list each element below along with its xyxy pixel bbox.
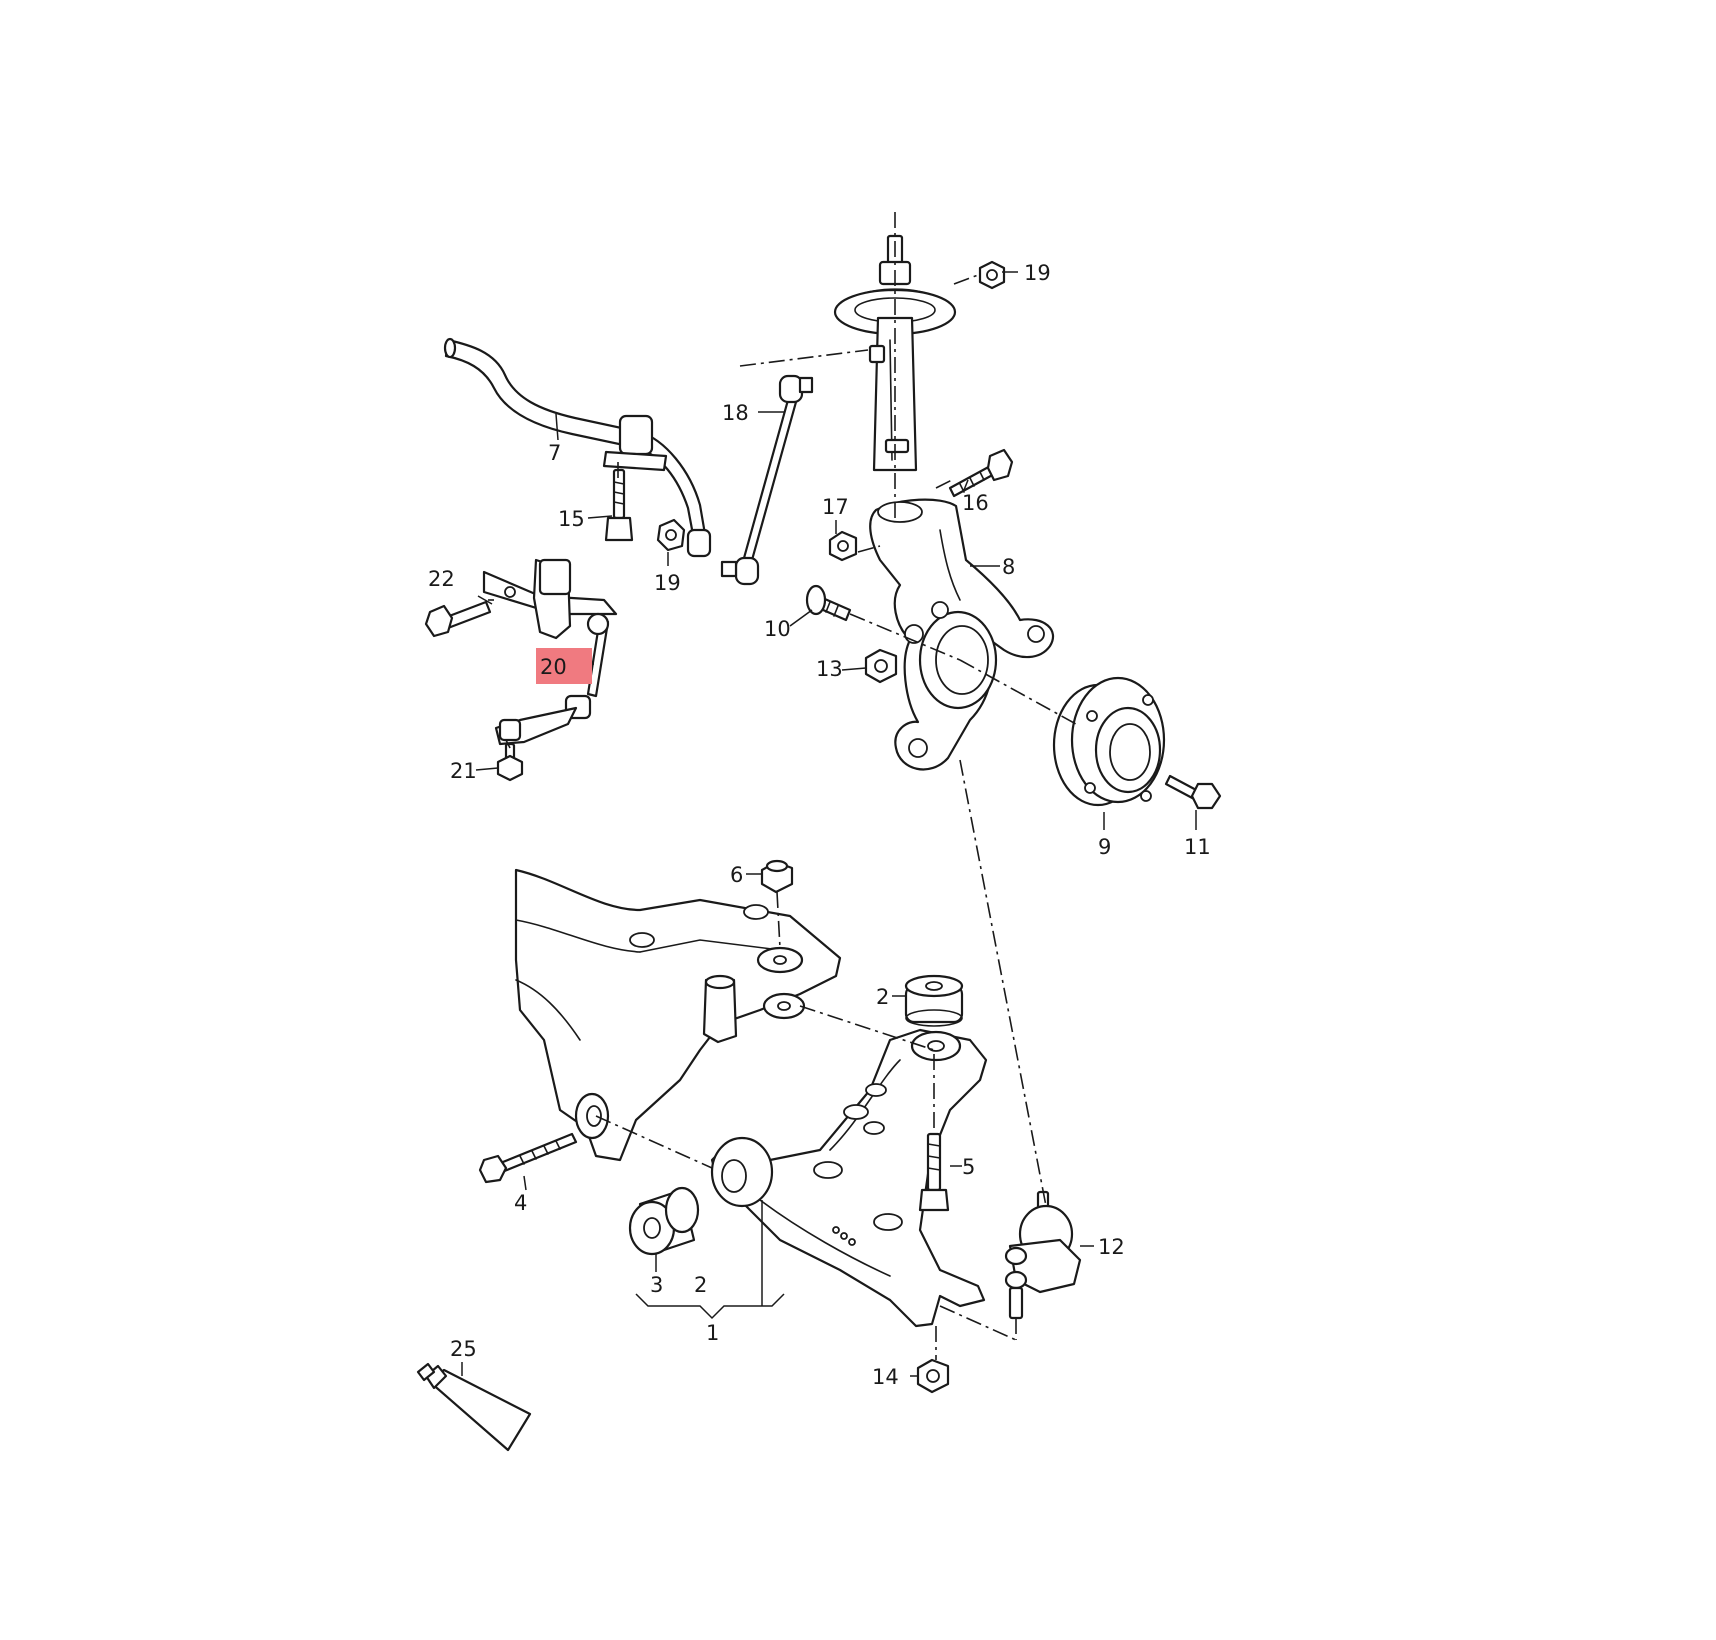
callout-2-right: 2 — [876, 985, 889, 1009]
callout-17: 17 — [822, 495, 849, 519]
bolt-10 — [805, 584, 852, 622]
bolt-4 — [478, 1132, 578, 1184]
callout-16: 16 — [962, 491, 989, 515]
callout-9: 9 — [1098, 835, 1111, 859]
callout-25: 25 — [450, 1337, 477, 1361]
callout-22: 22 — [428, 567, 455, 591]
nut-14 — [916, 1358, 950, 1394]
nut-13 — [864, 648, 898, 684]
callout-2-bottom: 2 — [694, 1273, 707, 1297]
callout-20: 20 — [540, 655, 567, 679]
ball-joint — [1004, 1190, 1082, 1320]
callout-5: 5 — [962, 1155, 975, 1179]
callout-6: 6 — [730, 863, 743, 887]
callout-14: 14 — [872, 1365, 899, 1389]
callout-3: 3 — [650, 1273, 663, 1297]
wheel-hub — [1052, 676, 1166, 807]
control-arm — [710, 1028, 988, 1328]
callout-18: 18 — [722, 401, 749, 425]
bushing-3 — [628, 1186, 700, 1256]
stabilizer-link — [720, 374, 814, 586]
callout-15: 15 — [558, 507, 585, 531]
bushing-2 — [904, 974, 964, 1027]
grease-tube — [416, 1362, 532, 1452]
bolt-22 — [424, 600, 492, 638]
stabilizer-link-nut-left — [656, 518, 712, 558]
callout-4: 4 — [514, 1191, 527, 1215]
nut-17 — [828, 530, 858, 562]
nut-21 — [496, 742, 524, 782]
bolt-11 — [1164, 774, 1222, 810]
callout-19-bottom: 19 — [654, 571, 681, 595]
callout-10: 10 — [764, 617, 791, 641]
callout-12: 12 — [1098, 1235, 1125, 1259]
subframe — [514, 868, 842, 1162]
bolt-5 — [918, 1132, 950, 1212]
highlight-20 — [536, 648, 592, 684]
callout-11: 11 — [1184, 835, 1211, 859]
callout-21: 21 — [450, 759, 477, 783]
bolt-16 — [948, 448, 1014, 498]
callout-1: 1 — [706, 1321, 719, 1345]
callout-7: 7 — [548, 441, 561, 465]
callout-13: 13 — [816, 657, 843, 681]
callouts: 19 18 7 15 16 17 19 8 22 10 20 13 21 9 1… — [428, 261, 1211, 1389]
callout-19-top: 19 — [1024, 261, 1051, 285]
axis-lines — [488, 212, 1077, 1360]
nut-6 — [760, 859, 794, 894]
callout-8: 8 — [1002, 555, 1015, 579]
level-sensor-assembly — [482, 558, 618, 746]
nut-top — [978, 260, 1006, 290]
wheel-bearing-housing — [869, 498, 1055, 771]
clamp-bolt — [604, 468, 634, 542]
